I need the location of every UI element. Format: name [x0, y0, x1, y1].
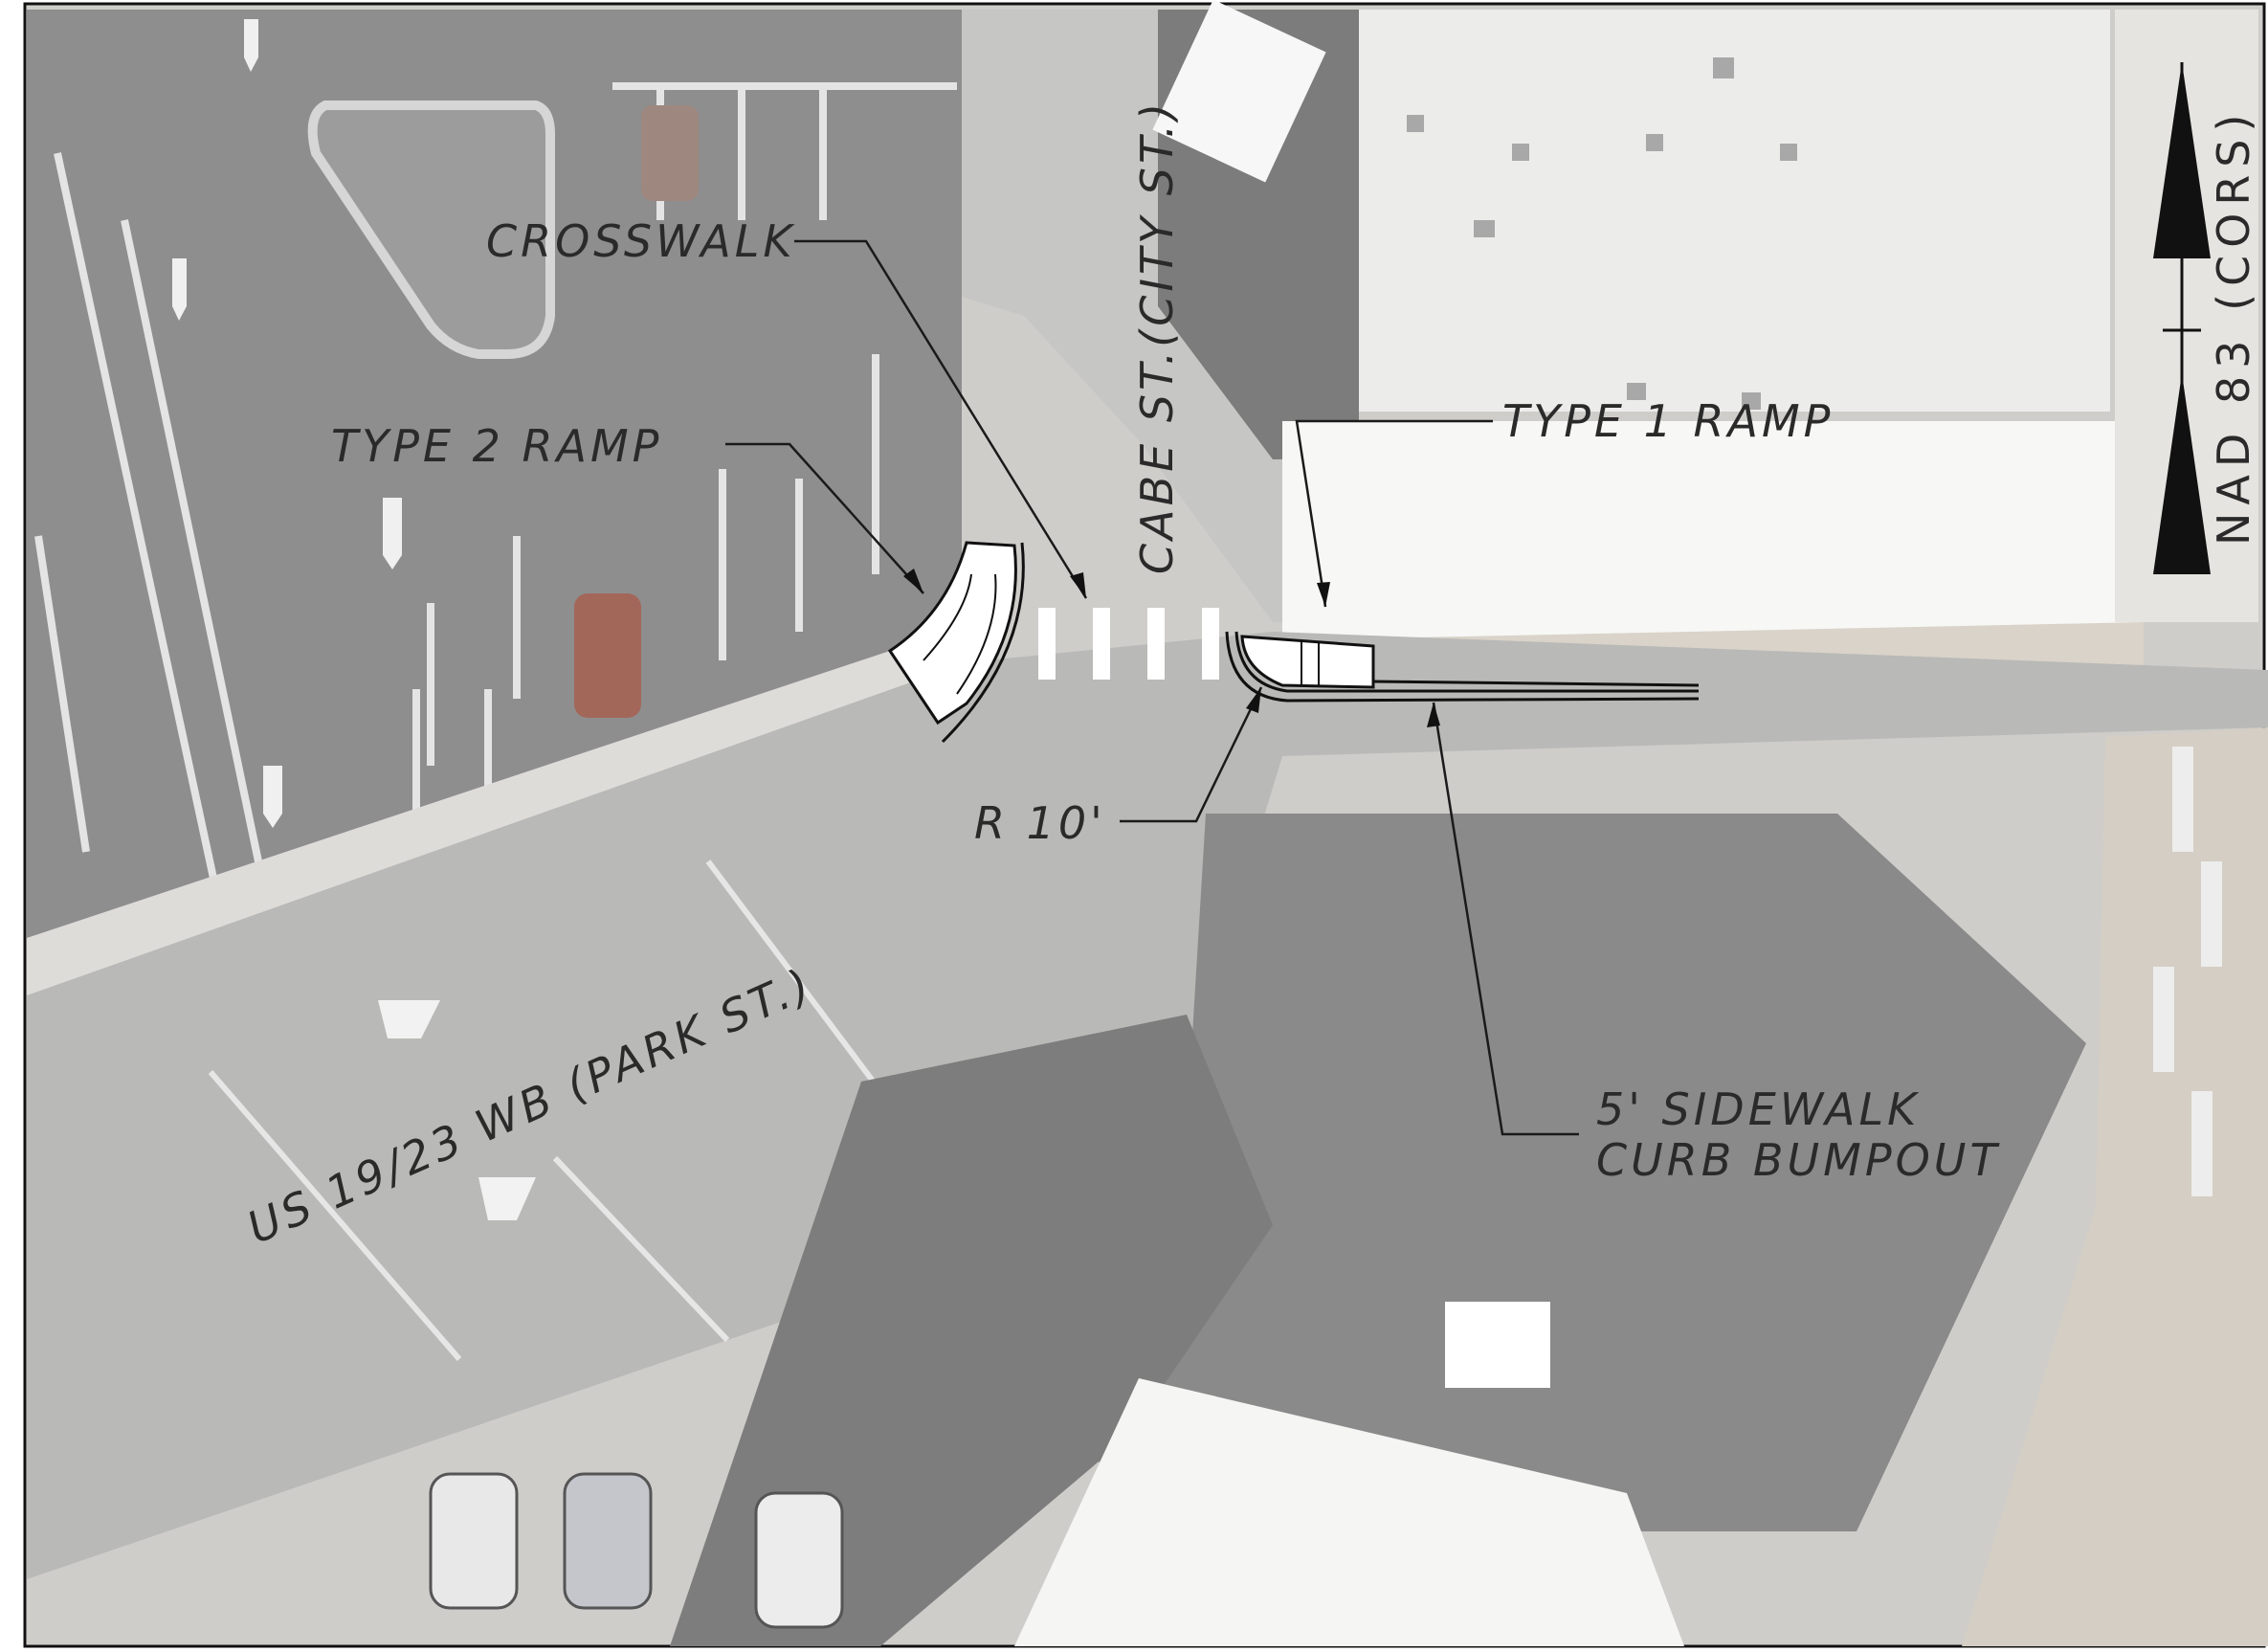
lot-arrow-markings	[172, 19, 402, 828]
type-2-ramp	[887, 541, 1025, 744]
north-arrow: NAD 83 (CORS)	[2153, 62, 2259, 574]
parked-car-red	[574, 593, 641, 718]
north-arrow-lower	[2153, 373, 2211, 574]
rooftop-unit	[1152, 0, 1326, 183]
parked-cars-south	[429, 1472, 844, 1629]
leader-lines	[725, 239, 1579, 1136]
building-roof-south	[1282, 421, 2144, 641]
lane-arrow-markings	[378, 1000, 536, 1220]
sidewalk-label-line2: CURB BUMPOUT	[1596, 1134, 2001, 1186]
building-lower-dark	[1024, 814, 2086, 1531]
parked-car-brown	[641, 105, 699, 201]
cabe-street-label: CABE ST.(CITY ST.)	[1131, 100, 1183, 574]
type-1-ramp	[1240, 635, 1375, 689]
crosswalk-label: CROSSWALK	[486, 215, 796, 267]
type-2-ramp-label: TYPE 2 RAMP	[331, 420, 662, 472]
building-lower-dark-west	[670, 1015, 1273, 1646]
east-sidewalk	[1962, 727, 2268, 1646]
radius-label: R 10'	[974, 797, 1106, 849]
park-street-curb	[27, 651, 919, 995]
datum-label: NAD 83 (CORS)	[2208, 107, 2259, 546]
building-lower-light	[1014, 1378, 1684, 1646]
lane-markings	[208, 859, 883, 1361]
east-crosswalk-stripes	[2153, 747, 2222, 1196]
curb-bumpout	[1225, 631, 1700, 703]
parking-island	[307, 100, 555, 359]
type-1-ramp-label: TYPE 1 RAMP	[1502, 395, 1834, 447]
roof-vents	[1407, 57, 1797, 410]
rooftop-box	[1445, 1302, 1550, 1388]
sidewalk-label-line1: 5' SIDEWALK	[1596, 1083, 1920, 1135]
north-arrow-head	[2153, 62, 2211, 258]
crosswalk-bars	[1038, 608, 1219, 680]
